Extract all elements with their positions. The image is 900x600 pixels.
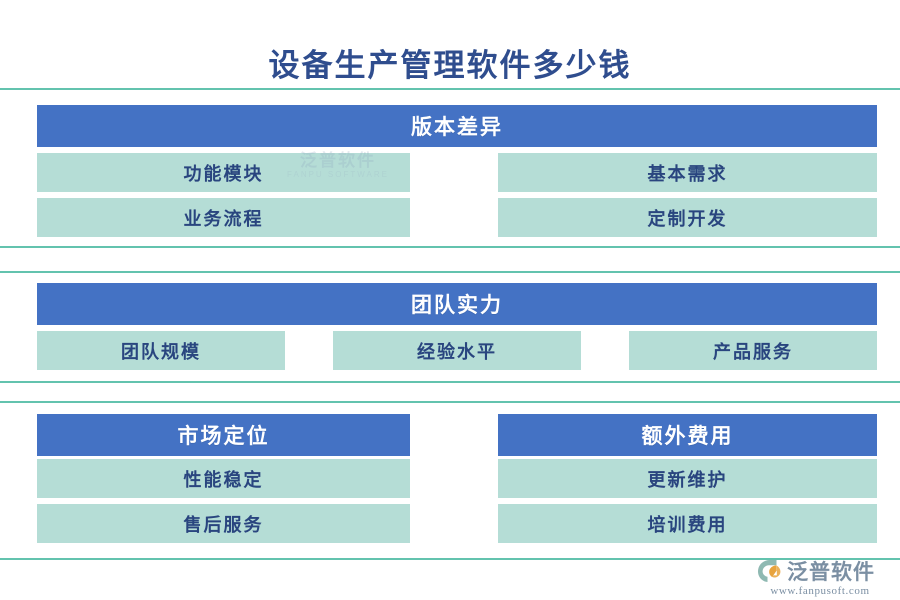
item-chip-function-module: 功能模块 xyxy=(37,153,410,192)
brand-logo-name: 泛普软件 xyxy=(787,560,875,584)
section-header-version-difference: 版本差异 xyxy=(37,105,877,147)
item-chip-custom-development: 定制开发 xyxy=(498,198,877,237)
item-chip-experience-level: 经验水平 xyxy=(333,331,581,370)
section-header-market-position: 市场定位 xyxy=(37,414,410,456)
item-chip-after-sales-service: 售后服务 xyxy=(37,504,410,543)
brand-logo-url: www.fanpusoft.com xyxy=(770,585,870,597)
item-chip-stable-performance: 性能稳定 xyxy=(37,459,410,498)
page-title: 设备生产管理软件多少钱 xyxy=(268,48,632,83)
section-header-extra-cost: 额外费用 xyxy=(498,414,877,456)
divider-rule-section1-bottom xyxy=(0,246,900,248)
divider-rule-section2-top xyxy=(0,271,900,273)
fanpu-swirl-icon xyxy=(758,560,781,582)
section-header-team-strength: 团队实力 xyxy=(37,283,877,325)
item-chip-update-maintenance: 更新维护 xyxy=(498,459,877,498)
divider-rule-top xyxy=(0,88,900,90)
item-chip-product-service: 产品服务 xyxy=(629,331,877,370)
divider-rule-bottom xyxy=(0,558,900,560)
item-chip-basic-requirement: 基本需求 xyxy=(498,153,877,192)
item-chip-business-process: 业务流程 xyxy=(37,198,410,237)
item-chip-team-size: 团队规模 xyxy=(37,331,285,370)
divider-rule-section3-top xyxy=(0,401,900,403)
divider-rule-section2-bottom xyxy=(0,381,900,383)
brand-logo-row: 泛普软件 xyxy=(757,558,897,584)
brand-logo: 泛普软件 www.fanpusoft.com xyxy=(757,558,897,600)
item-chip-training-cost: 培训费用 xyxy=(498,504,877,543)
